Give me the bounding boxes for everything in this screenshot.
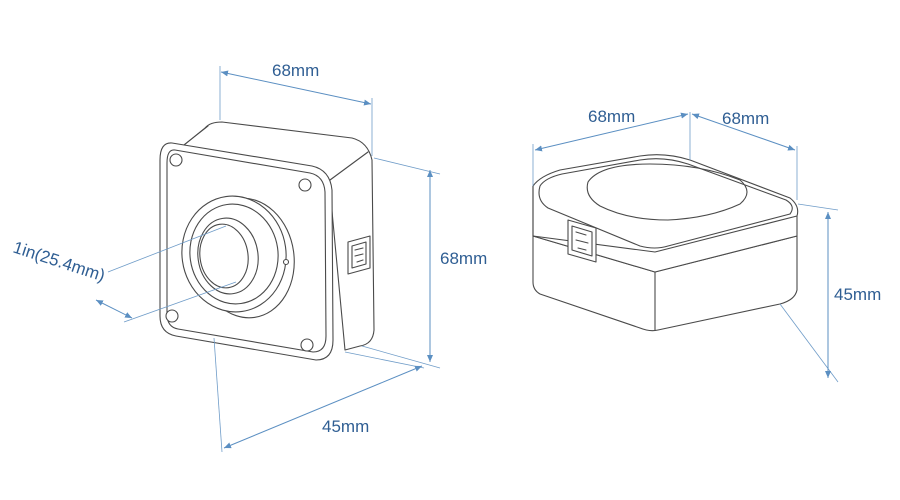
front-width-dimension: 68mm xyxy=(219,61,373,156)
screw-icon xyxy=(298,178,312,192)
top-height-label: 45mm xyxy=(834,285,881,304)
camera-front-bevel xyxy=(166,149,327,353)
front-height-dimension: 68mm xyxy=(361,157,487,369)
front-view-camera xyxy=(159,121,375,361)
screw-icon xyxy=(165,309,179,323)
usb-port-top-view xyxy=(567,219,597,263)
top-view-camera xyxy=(532,154,799,332)
lens-mount xyxy=(181,195,295,319)
camera-top-face xyxy=(538,158,793,249)
front-depth-dimension: 45mm xyxy=(213,337,425,453)
front-height-label: 68mm xyxy=(440,249,487,268)
camera-lower-body xyxy=(532,235,798,332)
usb-port xyxy=(347,235,371,275)
top-width-right-dimension: 68mm xyxy=(691,109,798,200)
screw-icon xyxy=(300,338,314,352)
top-width-left-label: 68mm xyxy=(588,107,635,126)
lens-mount-label: 1in(25.4mm) xyxy=(11,238,108,286)
camera-top-recess xyxy=(586,163,748,221)
top-width-right-label: 68mm xyxy=(722,109,769,128)
camera-top-edge xyxy=(179,125,369,181)
screw-icon xyxy=(169,153,183,167)
front-width-label: 68mm xyxy=(272,61,319,80)
top-width-left-dimension: 68mm xyxy=(532,107,691,186)
top-height-dimension: 45mm xyxy=(779,203,881,383)
front-depth-label: 45mm xyxy=(322,417,369,436)
